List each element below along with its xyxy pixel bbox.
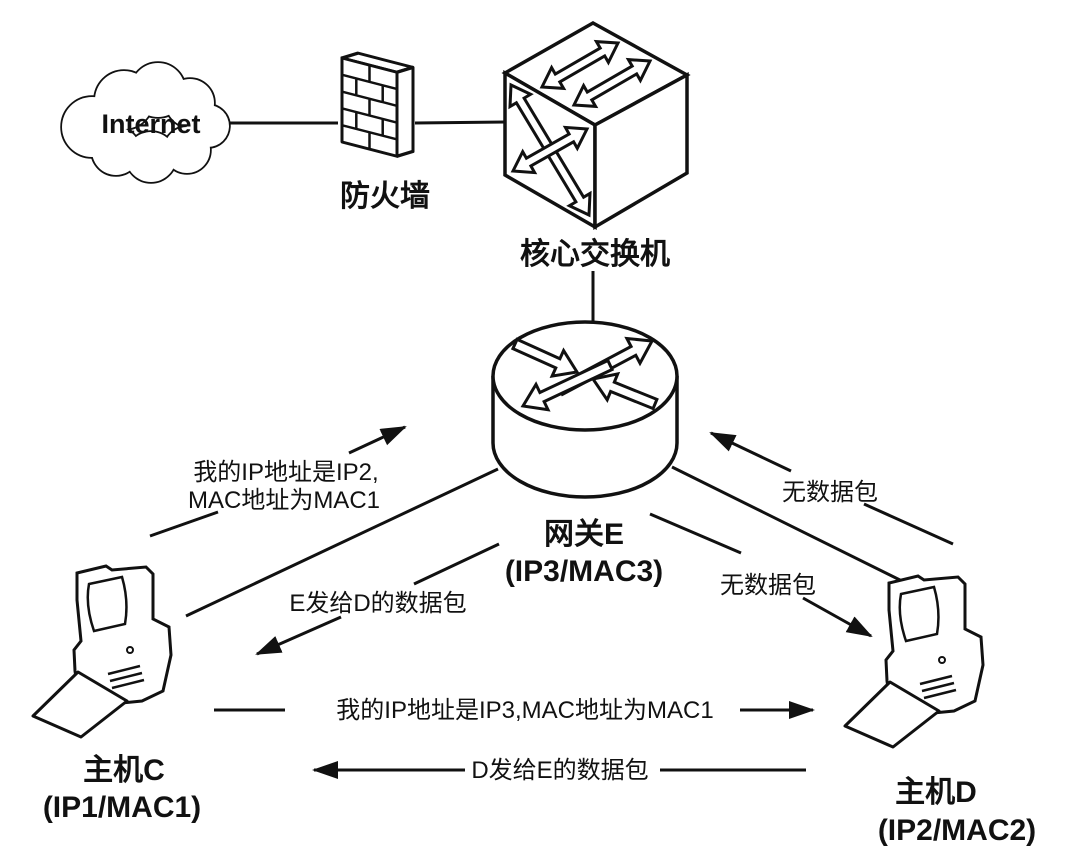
link-firewall-switch	[414, 120, 507, 125]
core-switch-label: 核心交换机	[520, 237, 670, 271]
gateway-label: 网关E	[544, 518, 624, 551]
firewall-label: 防火墙	[340, 180, 430, 213]
msg-c-to-d: 我的IP地址是IP3,MAC地址为MAC1	[336, 697, 713, 724]
gateway-address: (IP3/MAC3)	[505, 555, 663, 588]
msg-c-to-gateway-line1: 我的IP地址是IP2,	[193, 459, 378, 486]
arrow-c-to-gateway	[149, 425, 407, 538]
core-switch-icon	[501, 20, 691, 231]
host-c-icon	[31, 564, 173, 739]
arrow-gateway-to-d	[649, 512, 873, 638]
host-c-label: 主机C	[83, 754, 165, 787]
firewall-icon	[340, 51, 415, 158]
host-c-address: (IP1/MAC1)	[43, 791, 201, 824]
internet-label: Internet	[101, 109, 200, 139]
msg-gateway-to-d: 无数据包	[720, 572, 816, 599]
msg-d-to-gateway: 无数据包	[782, 479, 878, 506]
msg-gateway-to-c: E发给D的数据包	[289, 590, 466, 617]
link-gateway-host-d	[671, 465, 907, 585]
msg-d-to-c: D发给E的数据包	[471, 757, 648, 784]
internet-cloud-icon	[60, 61, 231, 184]
arrow-gateway-to-c	[255, 542, 500, 656]
arrow-d-to-gateway	[709, 431, 954, 546]
gateway-router-icon	[491, 320, 679, 499]
host-d-label: 主机D	[895, 776, 977, 809]
link-gateway-host-c	[185, 467, 499, 618]
host-d-address: (IP2/MAC2)	[878, 814, 1036, 847]
host-d-icon	[843, 574, 985, 749]
msg-c-to-gateway-line2: MAC地址为MAC1	[188, 487, 380, 514]
